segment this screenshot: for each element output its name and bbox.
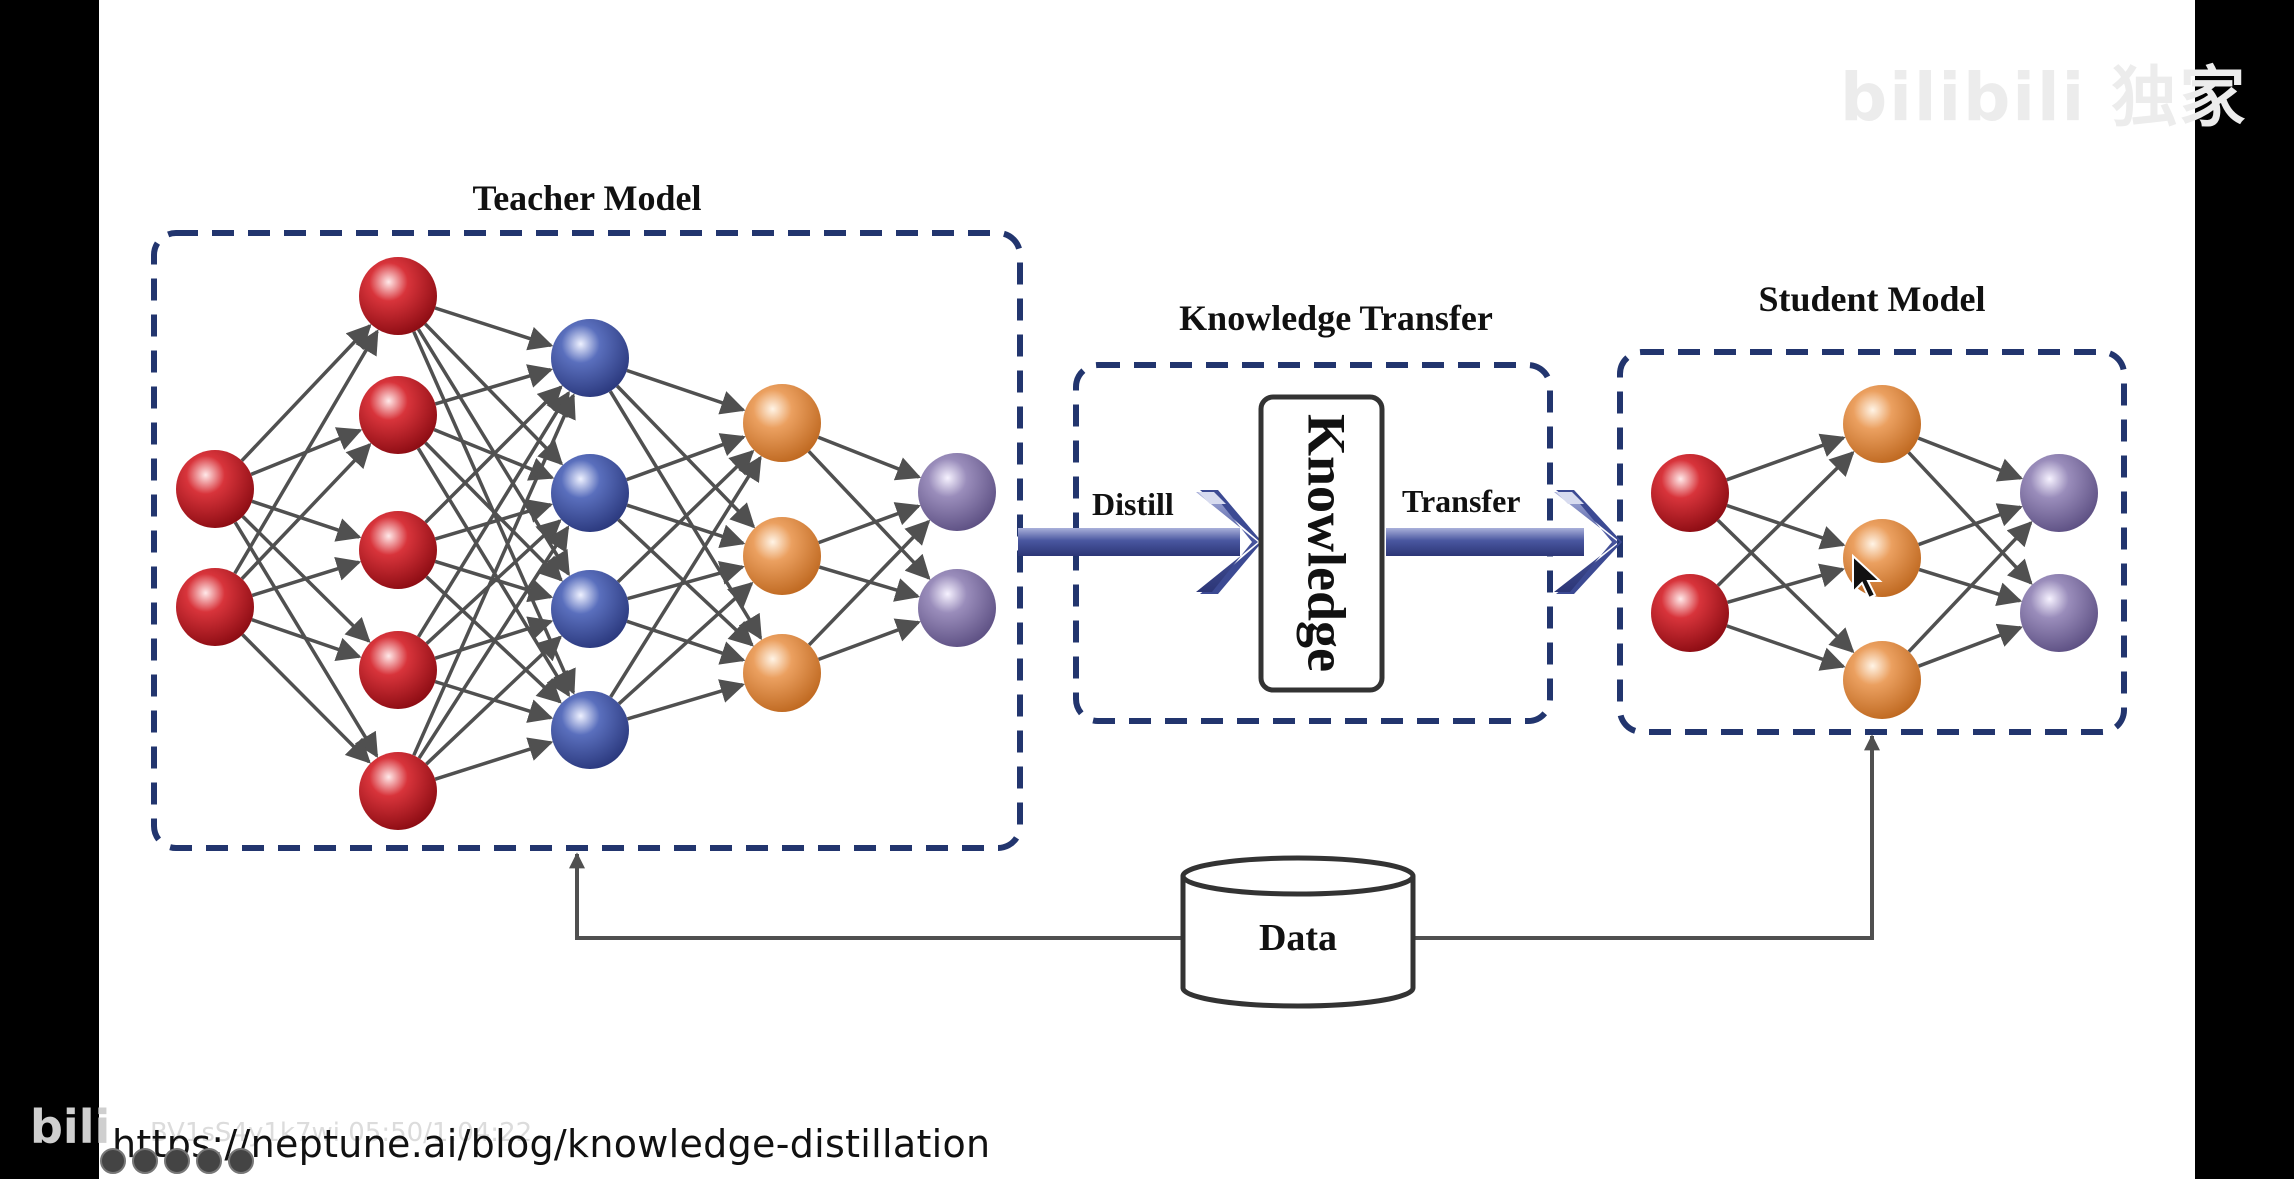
data-to-teacher-line — [569, 852, 1183, 940]
teacher-edge — [434, 306, 554, 351]
video-id-watermark: BV1sS4y1k7wi 05:50/1:04:22 — [150, 1118, 533, 1148]
teacher-edge — [417, 525, 570, 760]
teacher-model-title: Teacher Model — [473, 178, 702, 218]
control-icon[interactable] — [164, 1148, 190, 1174]
control-icon[interactable] — [100, 1148, 126, 1174]
teacher-edge — [251, 618, 362, 662]
teacher-node-l3-n2 — [551, 454, 629, 532]
teacher-node-l2-n3 — [359, 511, 437, 589]
teacher-edge — [416, 390, 571, 638]
knowledge-box — [1258, 394, 1385, 693]
teacher-edge — [616, 449, 755, 584]
teacher-edge — [626, 679, 746, 721]
bilibili-corner-logo: bili — [30, 1100, 111, 1154]
transfer-arrow — [1386, 490, 1622, 594]
teacher-node-l5-n2 — [918, 569, 996, 647]
teacher-edge — [240, 323, 372, 462]
teacher-edge — [626, 433, 746, 482]
teacher-edge — [807, 450, 931, 580]
teacher-edge — [434, 737, 554, 781]
teacher-node-l2-n5 — [359, 752, 437, 830]
teacher-edge — [818, 502, 921, 545]
teacher-edge — [240, 442, 372, 580]
student-edge — [1727, 563, 1845, 604]
teacher-node-l1-n2 — [176, 568, 254, 646]
student-node-l3-n1 — [2020, 454, 2098, 532]
student-edge — [1726, 503, 1846, 550]
student-edge — [1726, 433, 1846, 482]
student-network-edges — [1716, 433, 2033, 671]
teacher-edge — [251, 557, 362, 598]
transfer-label: Transfer — [1402, 483, 1520, 519]
student-edge — [1726, 624, 1846, 671]
teacher-edge — [626, 503, 746, 548]
student-node-l2-n3 — [1843, 641, 1921, 719]
student-edge — [1917, 436, 2024, 482]
teacher-node-l5-n1 — [918, 453, 996, 531]
teacher-network-edges — [233, 306, 931, 781]
student-edge — [1918, 503, 2023, 547]
student-edge — [1907, 520, 2033, 653]
teacher-edge — [434, 499, 554, 541]
student-node-l3-n2 — [2020, 574, 2098, 652]
student-node-l1-n2 — [1651, 574, 1729, 652]
teacher-edge — [627, 560, 745, 601]
teacher-edge — [412, 393, 576, 757]
teacher-node-l3-n1 — [551, 319, 629, 397]
teacher-node-l4-n3 — [743, 634, 821, 712]
teacher-node-l2-n2 — [359, 376, 437, 454]
student-model-title: Student Model — [1758, 279, 1985, 319]
data-cylinder — [1180, 855, 1416, 1009]
teacher-node-l1-n1 — [176, 450, 254, 528]
teacher-node-l2-n4 — [359, 631, 437, 709]
control-icon[interactable] — [196, 1148, 222, 1174]
student-network-nodes — [1651, 385, 2098, 719]
student-node-l2-n1 — [1843, 385, 1921, 463]
distill-arrow — [1018, 490, 1262, 594]
distill-label: Distill — [1092, 486, 1174, 522]
teacher-edge — [233, 329, 379, 575]
student-edge — [1716, 451, 1855, 587]
teacher-edge — [817, 435, 922, 481]
teacher-network-nodes — [176, 257, 996, 830]
teacher-edge — [425, 635, 563, 766]
teacher-edge — [251, 499, 362, 542]
teacher-edge — [626, 368, 746, 415]
knowledge-label: Knowledge — [1297, 414, 1357, 672]
student-edge — [1907, 451, 2033, 585]
teacher-node-l3-n3 — [551, 570, 629, 648]
teacher-edge — [609, 455, 762, 698]
teacher-model-box — [151, 230, 1023, 851]
source-url-caption: https://neptune.ai/blog/knowledge-distil… — [112, 1122, 991, 1166]
student-node-l1-n1 — [1651, 454, 1729, 532]
teacher-edge — [424, 441, 563, 582]
student-edge — [1917, 623, 2023, 668]
teacher-edge — [424, 385, 563, 524]
data-label: Data — [1259, 917, 1337, 959]
teacher-node-l3-n4 — [551, 691, 629, 769]
teacher-edge — [434, 616, 554, 660]
control-icon[interactable] — [132, 1148, 158, 1174]
control-icon[interactable] — [228, 1148, 254, 1174]
teacher-edge — [241, 633, 371, 764]
teacher-edge — [425, 519, 562, 645]
teacher-edge — [434, 364, 554, 406]
bilibili-watermark-logo: bilibili 独家 — [1840, 59, 2248, 136]
player-control-bar[interactable] — [100, 1148, 254, 1174]
teacher-node-l4-n1 — [743, 384, 821, 462]
knowledge-transfer-title: Knowledge Transfer — [1179, 298, 1493, 338]
teacher-edge — [626, 619, 746, 665]
teacher-edge — [617, 581, 754, 706]
teacher-edge — [423, 322, 564, 466]
teacher-edge — [807, 519, 931, 647]
mouse-cursor-icon — [1852, 553, 1883, 600]
teacher-node-l2-n1 — [359, 257, 437, 335]
teacher-edge — [817, 618, 921, 662]
data-to-student-line — [1413, 734, 1880, 940]
teacher-node-l4-n2 — [743, 517, 821, 595]
